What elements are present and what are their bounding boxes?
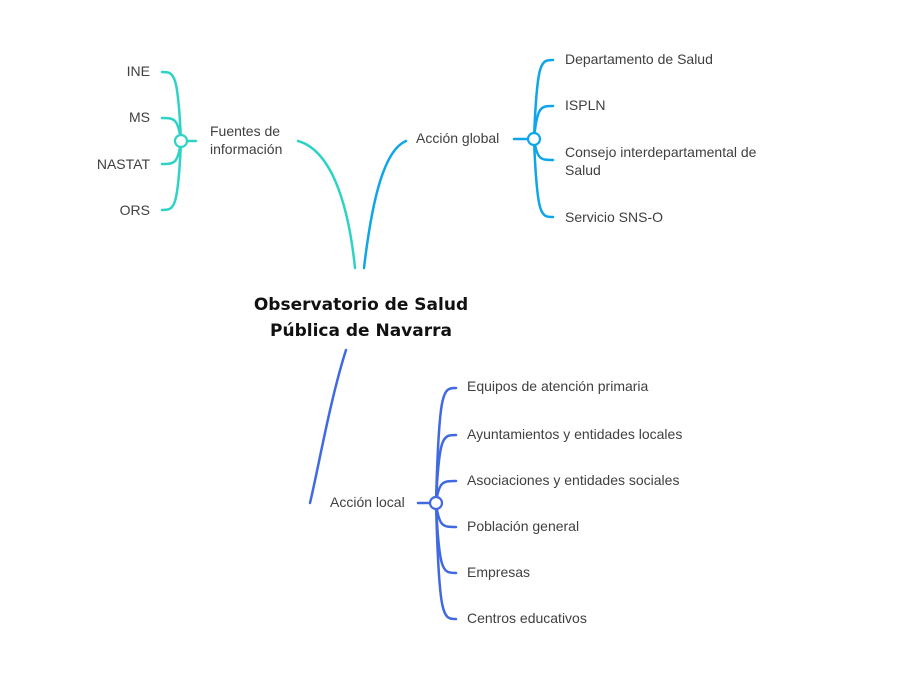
branch-global: Acción global Departamento de Salud ISPL… [362,51,757,270]
root-topic[interactable]: Observatorio de Salud Pública de Navarra [254,295,468,341]
connector-global-departamento [532,58,555,141]
consejo-line1: Consejo interdepartamental de [565,144,757,160]
global-collapse-toggle[interactable] [526,131,542,147]
topic-ine[interactable]: INE [127,63,150,79]
topic-asociaciones[interactable]: Asociaciones y entidades sociales [467,472,679,488]
topic-poblacion-general[interactable]: Población general [467,518,579,534]
connector-root-local [308,348,348,505]
topic-empresas[interactable]: Empresas [467,564,530,580]
topic-ispln[interactable]: ISPLN [565,97,605,113]
topic-nastat[interactable]: NASTAT [97,156,151,172]
connector-fuentes-ine [160,70,183,143]
topic-ayuntamientos[interactable]: Ayuntamientos y entidades locales [467,426,682,442]
connector-root-fuentes [296,139,357,270]
connector-global-servicio [532,137,555,219]
connector-global-ispln [532,104,555,141]
root-title-line2: Pública de Navarra [270,321,452,341]
connector-local-centros [434,501,458,621]
topic-equipos-atencion-primaria[interactable]: Equipos de atención primaria [467,378,649,394]
topic-accion-global[interactable]: Acción global [416,130,499,146]
topic-accion-local[interactable]: Acción local [330,494,405,510]
topic-ors[interactable]: ORS [120,202,150,218]
topic-departamento-salud[interactable]: Departamento de Salud [565,51,713,67]
connector-fuentes-ors [160,139,183,212]
topic-ms[interactable]: MS [129,109,150,125]
root-title-line1: Observatorio de Salud [254,295,468,315]
consejo-line2: Salud [565,162,601,178]
connector-root-global [362,139,408,270]
fuentes-label-line1: Fuentes de [210,123,280,139]
topic-centros-educativos[interactable]: Centros educativos [467,610,587,626]
branch-local: Acción local Equipos de atención primari… [308,348,682,626]
branch-fuentes: Fuentes de información INE MS NASTAT ORS [97,63,357,270]
topic-servicio-sns-o[interactable]: Servicio SNS-O [565,209,663,225]
local-collapse-toggle[interactable] [428,495,444,511]
connector-local-ayuntamientos [434,433,458,505]
fuentes-label-line2: información [210,141,282,157]
topic-consejo-interdepartamental[interactable]: Consejo interdepartamental de Salud [565,144,757,178]
fuentes-collapse-toggle[interactable] [173,133,189,149]
connector-local-equipos [434,386,458,505]
topic-fuentes[interactable]: Fuentes de información [210,123,282,157]
